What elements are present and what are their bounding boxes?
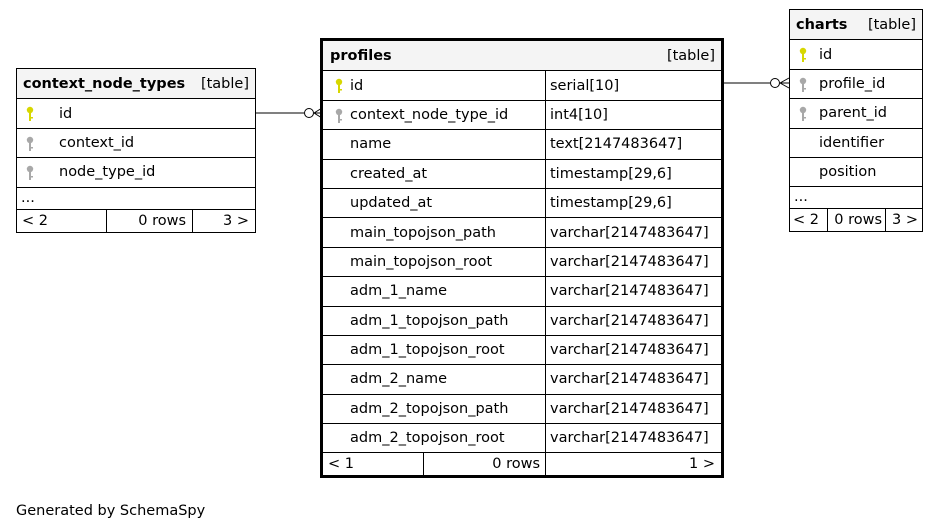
row-count: 0 rows <box>423 453 545 476</box>
foreign-key-icon <box>799 106 807 122</box>
parents-count: < 1 <box>328 456 354 473</box>
column-name: profile_id <box>819 75 886 92</box>
table-header: charts [table] <box>790 10 922 40</box>
column-type: varchar[2147483647] <box>545 365 721 394</box>
more-columns-row: ... <box>17 186 255 209</box>
column-name: adm_2_topojson_path <box>350 400 509 417</box>
table-name: profiles <box>330 47 392 64</box>
column-type: timestamp[29,6] <box>545 159 721 188</box>
table-footer: < 2 0 rows 3 > <box>17 208 255 232</box>
foreign-key-icon <box>26 165 34 181</box>
table-header: context_node_types [table] <box>17 69 255 99</box>
generated-by-label: Generated by SchemaSpy <box>16 503 206 519</box>
column-row: main_topojson_path varchar[2147483647] <box>323 217 721 247</box>
column-row: adm_2_topojson_root varchar[2147483647] <box>323 423 721 453</box>
column-row: context_id <box>17 127 255 157</box>
table-profiles[interactable]: profiles [table] id serial[10] context_n… <box>320 38 724 479</box>
column-row: adm_2_name varchar[2147483647] <box>323 364 721 394</box>
column-row: adm_1_name varchar[2147483647] <box>323 276 721 306</box>
column-type: serial[10] <box>545 71 721 100</box>
column-row: id serial[10] <box>323 70 721 100</box>
table-header: profiles [table] <box>323 41 721 71</box>
column-row: id <box>790 39 922 68</box>
table-name: context_node_types <box>23 75 186 92</box>
column-type: varchar[2147483647] <box>545 247 721 277</box>
crow-foot-marker <box>779 77 790 89</box>
column-type: varchar[2147483647] <box>545 335 721 365</box>
column-type: varchar[2147483647] <box>545 277 721 306</box>
parents-count: < 2 <box>22 212 48 229</box>
column-row: adm_2_topojson_path varchar[2147483647] <box>323 393 721 424</box>
column-name: context_node_type_id <box>350 106 509 123</box>
column-row: parent_id <box>790 98 922 127</box>
column-name: id <box>350 77 364 94</box>
column-type: varchar[2147483647] <box>545 218 721 247</box>
column-name: identifier <box>819 134 885 151</box>
table-footer: < 2 0 rows 3 > <box>790 208 922 232</box>
column-name: main_topojson_path <box>350 224 496 241</box>
table-charts[interactable]: charts [table] id profile_id parent_id i… <box>789 9 923 233</box>
column-row: position <box>790 156 922 186</box>
children-count: 3 > <box>192 209 255 232</box>
primary-key-icon <box>335 79 343 94</box>
column-type: timestamp[29,6] <box>545 188 721 218</box>
column-row: name text[2147483647] <box>323 129 721 159</box>
column-name: id <box>59 105 73 122</box>
column-row: context_node_type_id int4[10] <box>323 99 721 130</box>
column-row: main_topojson_root varchar[2147483647] <box>323 246 721 277</box>
column-name: position <box>819 164 877 181</box>
column-name: adm_1_topojson_path <box>350 312 509 329</box>
zero-marker <box>304 108 314 118</box>
column-name: main_topojson_root <box>350 253 493 270</box>
column-type: int4[10] <box>545 100 721 130</box>
foreign-key-icon <box>26 136 34 151</box>
column-type: text[2147483647] <box>545 130 721 159</box>
column-name: adm_1_name <box>350 283 448 300</box>
column-name: created_at <box>350 165 428 182</box>
column-name: id <box>819 46 833 63</box>
table-kind: [table] <box>200 75 249 92</box>
foreign-key-icon <box>335 108 343 123</box>
table-kind: [table] <box>867 16 916 33</box>
column-name: context_id <box>59 134 135 151</box>
column-name: adm_1_topojson_root <box>350 342 505 359</box>
column-name: updated_at <box>350 195 433 212</box>
column-name: adm_2_topojson_root <box>350 430 505 447</box>
table-context-node-types[interactable]: context_node_types [table] id context_id… <box>16 68 256 233</box>
column-name: adm_2_name <box>350 371 448 388</box>
column-row: adm_1_topojson_root varchar[2147483647] <box>323 334 721 365</box>
column-row: node_type_id <box>17 157 255 186</box>
children-count: 1 > <box>545 453 721 476</box>
foreign-key-icon <box>799 77 807 92</box>
column-row: identifier <box>790 127 922 157</box>
column-row: created_at timestamp[29,6] <box>323 158 721 188</box>
column-type: varchar[2147483647] <box>545 306 721 335</box>
ellipsis: ... <box>21 189 35 206</box>
column-row: profile_id <box>790 68 922 98</box>
column-type: varchar[2147483647] <box>545 424 721 453</box>
more-columns-row: ... <box>790 186 922 208</box>
zero-marker <box>770 78 780 88</box>
column-name: name <box>350 136 392 153</box>
column-name: parent_id <box>819 105 888 122</box>
table-kind: [table] <box>666 47 715 64</box>
column-row: adm_1_topojson_path varchar[2147483647] <box>323 305 721 335</box>
row-count: 0 rows <box>106 209 192 232</box>
table-footer: < 1 0 rows 1 > <box>323 452 721 476</box>
table-name: charts <box>796 16 848 33</box>
row-count: 0 rows <box>827 209 885 232</box>
parents-count: < 2 <box>793 212 819 229</box>
children-count: 3 > <box>885 209 922 232</box>
column-name: node_type_id <box>59 164 156 181</box>
ellipsis: ... <box>794 189 808 206</box>
primary-key-icon <box>26 107 34 122</box>
column-row: updated_at timestamp[29,6] <box>323 187 721 218</box>
column-type: varchar[2147483647] <box>545 394 721 424</box>
primary-key-icon <box>799 48 807 63</box>
column-row: id <box>17 98 255 127</box>
